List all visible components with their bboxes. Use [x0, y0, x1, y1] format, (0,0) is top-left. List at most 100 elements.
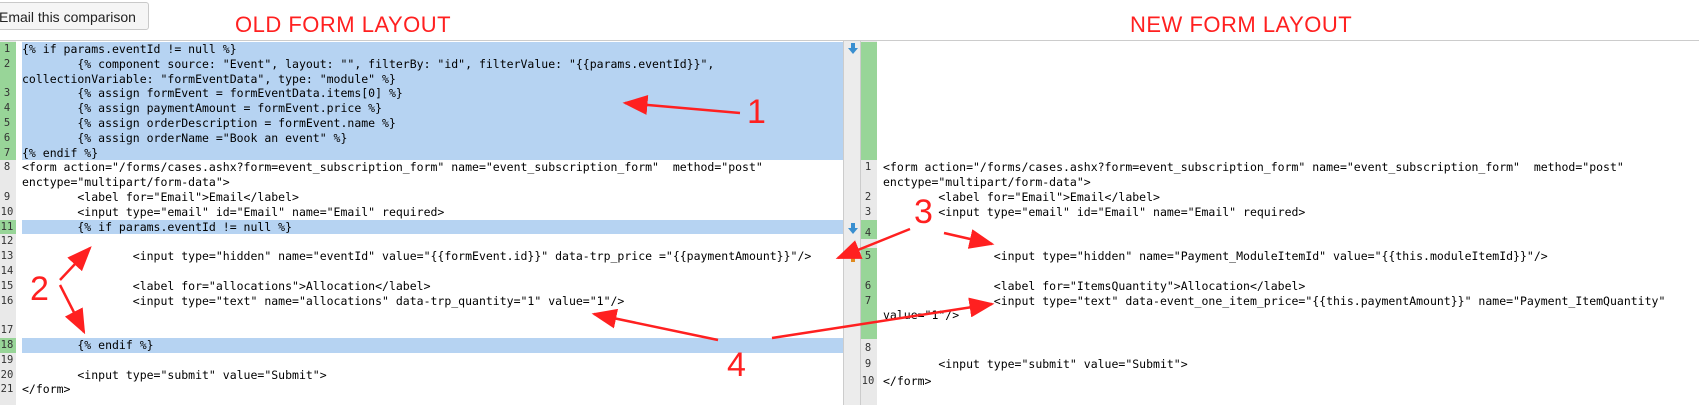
- left-line-number: 8: [3, 161, 11, 174]
- left-line-number: 14: [0, 265, 14, 277]
- right-code-line: 8: [861, 341, 1699, 356]
- left-line-number: 20: [0, 368, 14, 381]
- left-line-number: 21: [0, 383, 14, 396]
- right-code-text: <input type="submit" value="Submit">: [883, 357, 1188, 372]
- inserted-block-marker: [861, 42, 877, 161]
- right-line-number: 10: [861, 374, 875, 387]
- right-code-text-wrapped: value="1"/>: [883, 308, 960, 323]
- left-code-line: 21 </form>: [0, 382, 843, 397]
- left-code-line: 6 {% assign orderName ="Book an event" %…: [0, 130, 843, 146]
- left-line-number: 3: [3, 87, 11, 100]
- left-code-line: 2 {% component source: "Event", layout: …: [0, 56, 843, 87]
- left-line-number: 5: [3, 117, 11, 129]
- left-line-number: 2: [3, 57, 11, 70]
- changed-line-marker: [0, 101, 16, 116]
- right-code-line: 3 <input type="email" id="Email" name="E…: [861, 205, 1699, 220]
- changed-line-marker: [0, 42, 16, 57]
- left-code-line: 16 <input type="text" name="allocations"…: [0, 294, 843, 324]
- old-layout-title: OLD FORM LAYOUT: [235, 12, 452, 37]
- right-line-number: 2: [864, 191, 872, 203]
- left-code-text-wrapped: enctype="multipart/form-data">: [22, 175, 230, 190]
- email-comparison-button[interactable]: Email this comparison: [0, 2, 149, 30]
- changed-line-marker: [0, 130, 16, 146]
- right-line-number: 1: [864, 161, 872, 174]
- left-code-text: {% endif %}: [22, 145, 99, 160]
- diff-gutter: [844, 40, 860, 405]
- left-code-line: 20 <input type="submit" value="Submit">: [0, 368, 843, 383]
- left-line-number: 10: [0, 205, 14, 218]
- right-code-line: 9 <input type="submit" value="Submit">: [861, 357, 1699, 372]
- changed-line-marker: [0, 145, 16, 161]
- left-code-line: 14: [0, 264, 843, 279]
- left-line-number: 16: [0, 294, 14, 307]
- left-line-number: 12: [0, 235, 14, 248]
- right-line-number: 5: [864, 250, 872, 263]
- left-code-line: 11 {% if params.eventId != null %}: [0, 219, 843, 235]
- right-code-line: 5 <input type="hidden" name="Payment_Mod…: [861, 249, 1699, 264]
- left-line-number: 1: [3, 43, 11, 55]
- left-code-text: {% if params.eventId != null %}: [22, 42, 237, 56]
- new-code-pane[interactable]: 1 <form action="/forms/cases.ashx?form=ev…: [860, 40, 1699, 405]
- right-line-number: 3: [864, 205, 872, 218]
- right-code-line: 1 <form action="/forms/cases.ashx?form=ev…: [861, 160, 1699, 190]
- changed-line-marker: [0, 86, 16, 102]
- right-code-text: <label for="Email">Email</label>: [883, 190, 1160, 204]
- left-code-line: 7 {% endif %}: [0, 145, 843, 161]
- right-code-text: <label for="ItemsQuantity">Allocation</l…: [883, 278, 1306, 293]
- left-code-text: <input type="hidden" name="eventId" valu…: [22, 249, 812, 264]
- left-code-text: <input type="submit" value="Submit">: [22, 367, 327, 382]
- left-code-text: </form>: [22, 382, 71, 397]
- right-code-line: 2 <label for="Email">Email</label>: [861, 190, 1699, 205]
- left-line-number: 7: [3, 146, 11, 159]
- right-code-text: <input type="hidden" name="Payment_Modul…: [883, 249, 1548, 264]
- left-code-text: {% assign orderDescription = formEvent.n…: [22, 116, 396, 130]
- left-code-line: 18 {% endif %}: [0, 338, 843, 353]
- right-line-number: 7: [864, 294, 872, 307]
- left-line-number: 4: [3, 102, 11, 115]
- left-code-text: {% endif %}: [22, 338, 154, 352]
- left-code-line: 12: [0, 234, 843, 249]
- left-code-text: {% assign formEvent = formEventData.item…: [22, 86, 403, 101]
- left-code-line: 1 {% if params.eventId != null %}: [0, 42, 843, 57]
- left-code-line: 10 <input type="email" id="Email" name="…: [0, 205, 843, 220]
- left-line-number: 13: [0, 250, 14, 263]
- left-code-line: 8 <form action="/forms/cases.ashx?form=ev…: [0, 160, 843, 190]
- right-code-line: 6 <label for="ItemsQuantity">Allocation<…: [861, 279, 1699, 294]
- left-code-text: {% if params.eventId != null %}: [22, 219, 293, 234]
- left-code-line: 9 <label for="Email">Email</label>: [0, 190, 843, 205]
- left-code-line: 4 {% assign paymentAmount = formEvent.pr…: [0, 101, 843, 116]
- left-code-text: {% component source: "Event", layout: ""…: [22, 56, 715, 71]
- left-line-number: 18: [0, 339, 14, 351]
- new-layout-title: NEW FORM LAYOUT: [1130, 12, 1353, 37]
- arrow-up-icon[interactable]: [847, 250, 859, 262]
- left-code-text: <form action="/forms/cases.ashx?form=eve…: [22, 160, 763, 175]
- left-code-text: {% assign orderName ="Book an event" %}: [22, 130, 348, 145]
- right-line-number: 4: [864, 226, 872, 239]
- left-line-number: 19: [0, 353, 14, 366]
- right-code-text: </form>: [883, 373, 932, 388]
- left-code-line: 15 <label for="allocations">Allocation</…: [0, 279, 843, 294]
- left-code-line: 19: [0, 353, 843, 368]
- left-code-line: 5 {% assign orderDescription = formEvent…: [0, 116, 843, 131]
- left-line-number: 15: [0, 279, 14, 292]
- right-line-number: 6: [864, 279, 872, 292]
- changed-line-marker: [0, 56, 16, 87]
- arrow-down-icon[interactable]: [847, 43, 859, 55]
- changed-line-marker: [0, 219, 16, 235]
- right-code-text-wrapped: enctype="multipart/form-data">: [883, 175, 1091, 190]
- right-code-line: 4: [861, 226, 1699, 241]
- right-code-text: <input type="email" id="Email" name="Ema…: [883, 204, 1306, 219]
- left-code-text: <input type="email" id="Email" name="Ema…: [22, 204, 445, 219]
- left-code-line: 3 {% assign formEvent = formEventData.it…: [0, 86, 843, 102]
- left-code-text: <label for="Email">Email</label>: [22, 190, 299, 204]
- old-code-pane[interactable]: 1{% if params.eventId != null %}2 {% com…: [0, 40, 844, 405]
- left-line-number: 9: [3, 191, 11, 203]
- left-code-text-wrapped: collectionVariable: "formEventData", typ…: [22, 71, 843, 87]
- right-code-text: <form action="/forms/cases.ashx?form=eve…: [883, 160, 1624, 175]
- left-code-text: {% assign paymentAmount = formEvent.pric…: [22, 101, 383, 116]
- left-code-line: 17: [0, 323, 843, 338]
- arrow-down-icon[interactable]: [847, 223, 859, 235]
- left-line-number: 17: [0, 324, 14, 337]
- right-code-text: <input type="text" data-event_one_item_p…: [883, 293, 1666, 308]
- left-code-text: <label for="allocations">Allocation</lab…: [22, 278, 431, 293]
